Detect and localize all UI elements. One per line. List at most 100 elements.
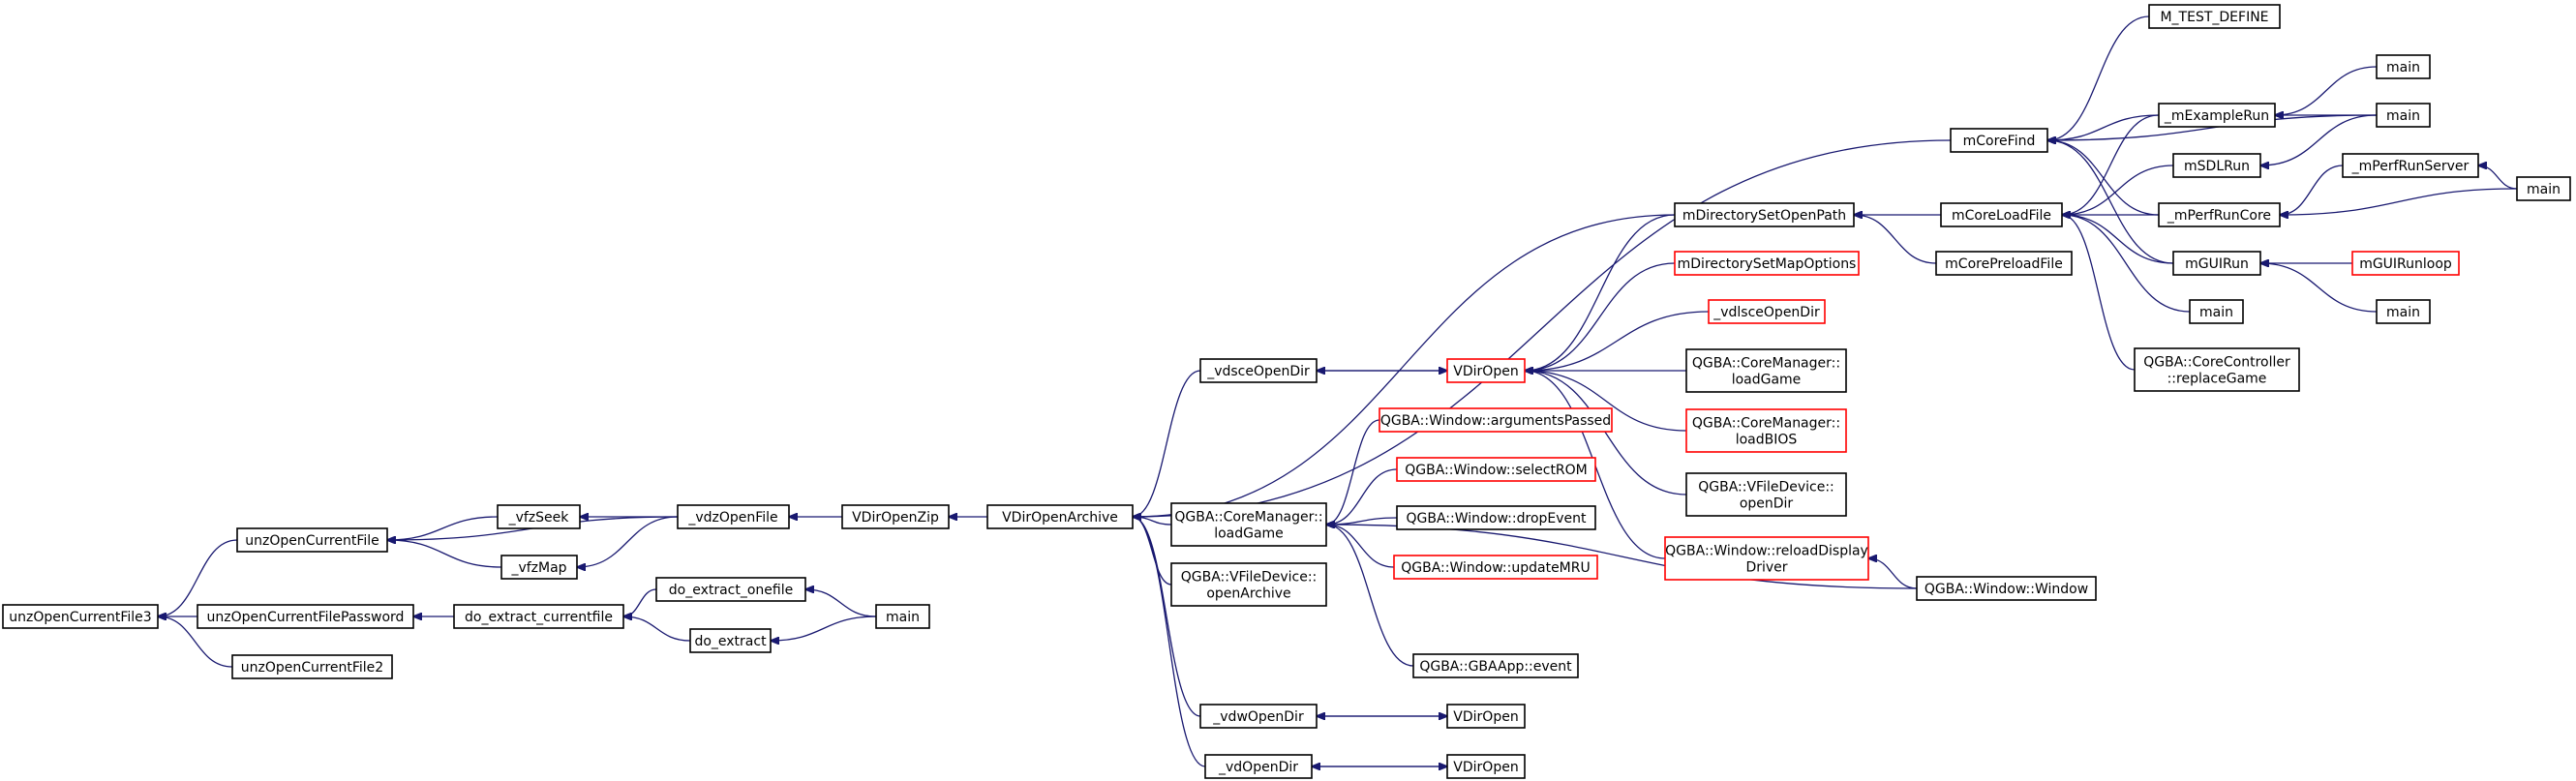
node-box (2148, 4, 2281, 29)
edge-main-a-to-do-extract (771, 616, 877, 641)
node-label: main (2386, 108, 2420, 124)
node-qgba-window-updatemru[interactable]: QGBA::Window::updateMRU (1393, 555, 1598, 580)
node-box (2158, 103, 2276, 128)
node-vfzseek[interactable]: _vfzSeek (497, 504, 581, 529)
node-box (2172, 251, 2261, 276)
node-label: unzOpenCurrentFilePassword (207, 610, 405, 625)
node-mperfrunserver[interactable]: _mPerfRunServer (2342, 153, 2479, 178)
node-mcoreloadfile[interactable]: mCoreLoadFile (1940, 202, 2063, 227)
node-vdsceopendir[interactable]: _vdsceOpenDir (1199, 358, 1318, 383)
edge-mdirectorysetopenpath-to-vdiropen-main (1525, 214, 1676, 371)
node-label: unzOpenCurrentFile3 (9, 610, 151, 625)
node-label: QGBA::CoreManager:: (1692, 416, 1840, 432)
node-label: QGBA::Window::argumentsPassed (1380, 413, 1611, 429)
node-label: VDirOpen (1453, 364, 1518, 379)
node-unzopencurrentfilepassword[interactable]: unzOpenCurrentFilePassword (197, 604, 414, 629)
node-mexamplerun[interactable]: _mExampleRun (2158, 103, 2276, 128)
node-vfzmap[interactable]: _vfzMap (500, 555, 578, 580)
node-main-ex[interactable]: main (2376, 103, 2431, 128)
node-label: mSDLRun (2184, 159, 2250, 174)
node-vdzopenfile[interactable]: _vdzOpenFile (677, 504, 790, 529)
node-label: Driver (1745, 560, 1787, 576)
node-qgba-corecontroller-replacegame[interactable]: QGBA::CoreController::replaceGame (2134, 347, 2300, 392)
node-label: _vdsceOpenDir (1206, 364, 1310, 379)
node-unzopencurrentfile[interactable]: unzOpenCurrentFile (236, 527, 388, 553)
node-label: _mExampleRun (2164, 108, 2269, 124)
node-mperfruncore[interactable]: _mPerfRunCore (2158, 202, 2281, 227)
edge-mperfrunserver-to-mperfruncore (2280, 165, 2344, 215)
node-vdiropenarchive[interactable]: VDirOpenArchive (986, 504, 1134, 529)
node-vdiropen-d[interactable]: VDirOpen (1446, 754, 1526, 779)
node-box (2516, 176, 2571, 201)
node-label: do_extract_onefile (669, 583, 794, 598)
node-do-extract[interactable]: do_extract (689, 628, 772, 653)
node-box (1412, 653, 1579, 678)
node-do-extract-currentfile[interactable]: do_extract_currentfile (453, 604, 624, 629)
node-label: mCoreFind (1963, 134, 2036, 149)
node-vdiropen-w[interactable]: VDirOpen (1446, 704, 1526, 729)
node-label: ::replaceGame (2167, 372, 2267, 387)
node-vdopendir[interactable]: _vdOpenDir (1204, 754, 1313, 779)
node-mdirectorysetmapoptions[interactable]: mDirectorySetMapOptions (1674, 251, 1860, 276)
node-vdlsceopendir[interactable]: _vdlsceOpenDir (1708, 299, 1826, 324)
node-box (1935, 251, 2073, 276)
node-qgba-coremanager-loadgame[interactable]: QGBA::CoreManager::loadGame (1170, 502, 1327, 547)
node-qgba-window-argumentspassed[interactable]: QGBA::Window::argumentsPassed (1379, 407, 1613, 433)
edge-qgba-window-argumentspassed-to-qgba-coremanager-loadgame (1326, 419, 1380, 525)
node-label: QGBA::VFileDevice:: (1698, 480, 1834, 496)
node-box (1204, 754, 1313, 779)
node-box (1170, 562, 1327, 607)
edge-qgba-window-window-to-qgba-window-reloaddisplaydriver (1868, 558, 1918, 589)
node-label: do_extract (694, 634, 767, 649)
edge-vfzmap-to-unzopencurrentfile (387, 540, 502, 568)
node-qgba-vfiledevice-openarchive[interactable]: QGBA::VFileDevice::openArchive (1170, 562, 1327, 607)
node-main-gui[interactable]: main (2376, 299, 2431, 324)
node-label: _vdlsceOpenDir (1712, 305, 1820, 320)
node-msdlrun[interactable]: mSDLRun (2172, 153, 2261, 178)
node-main-core[interactable]: main (2189, 299, 2244, 324)
node-mguirunloop[interactable]: mGUIRunloop (2351, 251, 2460, 276)
node-vdiropen-main[interactable]: VDirOpen (1446, 358, 1526, 383)
node-m-test-define[interactable]: M_TEST_DEFINE (2148, 4, 2281, 29)
node-main-top[interactable]: main (2376, 54, 2431, 79)
node-box (500, 555, 578, 580)
edge-qgba-window-selectrom-to-qgba-coremanager-loadgame (1326, 468, 1398, 525)
node-main-a[interactable]: main (875, 604, 930, 629)
node-vdwopendir[interactable]: _vdwOpenDir (1199, 704, 1318, 729)
node-box (2, 604, 159, 629)
edge-mperfruncore-to-mcorefind (2047, 140, 2160, 216)
node-mcorefind[interactable]: mCoreFind (1950, 128, 2048, 153)
node-label: loadBIOS (1736, 433, 1798, 448)
node-box (1916, 576, 2097, 601)
node-vdiropenzip[interactable]: VDirOpenZip (841, 504, 950, 529)
node-main-perf[interactable]: main (2516, 176, 2571, 201)
node-qgba-gbaapp-event[interactable]: QGBA::GBAApp::event (1412, 653, 1579, 678)
node-box (2376, 299, 2431, 324)
node-label: QGBA::CoreManager:: (1692, 356, 1840, 372)
node-label: _vdwOpenDir (1212, 709, 1304, 725)
node-box (875, 604, 930, 629)
node-qgba-vfiledevice-opendir[interactable]: QGBA::VFileDevice::openDir (1685, 472, 1847, 517)
edge-main-gui-to-mguirun (2260, 263, 2378, 313)
node-qgba-coremanager-loadbios[interactable]: QGBA::CoreManager::loadBIOS (1685, 408, 1847, 453)
node-mcorepreloadfile[interactable]: mCorePreloadFile (1935, 251, 2073, 276)
edge-main-perf-to-mperfruncore (2280, 188, 2518, 215)
node-qgba-window-dropevent[interactable]: QGBA::Window::dropEvent (1396, 505, 1596, 530)
node-mguirun[interactable]: mGUIRun (2172, 251, 2261, 276)
node-unzopencurrentfile2[interactable]: unzOpenCurrentFile2 (231, 654, 393, 679)
node-box (197, 604, 414, 629)
node-qgba-coremanager-loadgame2[interactable]: QGBA::CoreManager::loadGame (1685, 348, 1847, 393)
node-do-extract-onefile[interactable]: do_extract_onefile (655, 577, 806, 602)
node-mdirectorysetopenpath[interactable]: mDirectorySetOpenPath (1674, 202, 1855, 227)
node-label: QGBA::VFileDevice:: (1181, 570, 1318, 586)
edge-mexamplerun-to-mcoreloadfile (2062, 114, 2160, 215)
node-label: QGBA::GBAApp::event (1419, 659, 1572, 675)
node-qgba-window-window[interactable]: QGBA::Window::Window (1916, 576, 2097, 601)
node-unzopencurrentfile3[interactable]: unzOpenCurrentFile3 (2, 604, 159, 629)
node-box (1199, 358, 1318, 383)
edge-vfzseek-to-unzopencurrentfile (387, 516, 499, 540)
edge-main-ex-to-mcorefind (2047, 114, 2378, 140)
node-qgba-window-selectrom[interactable]: QGBA::Window::selectROM (1396, 457, 1596, 482)
